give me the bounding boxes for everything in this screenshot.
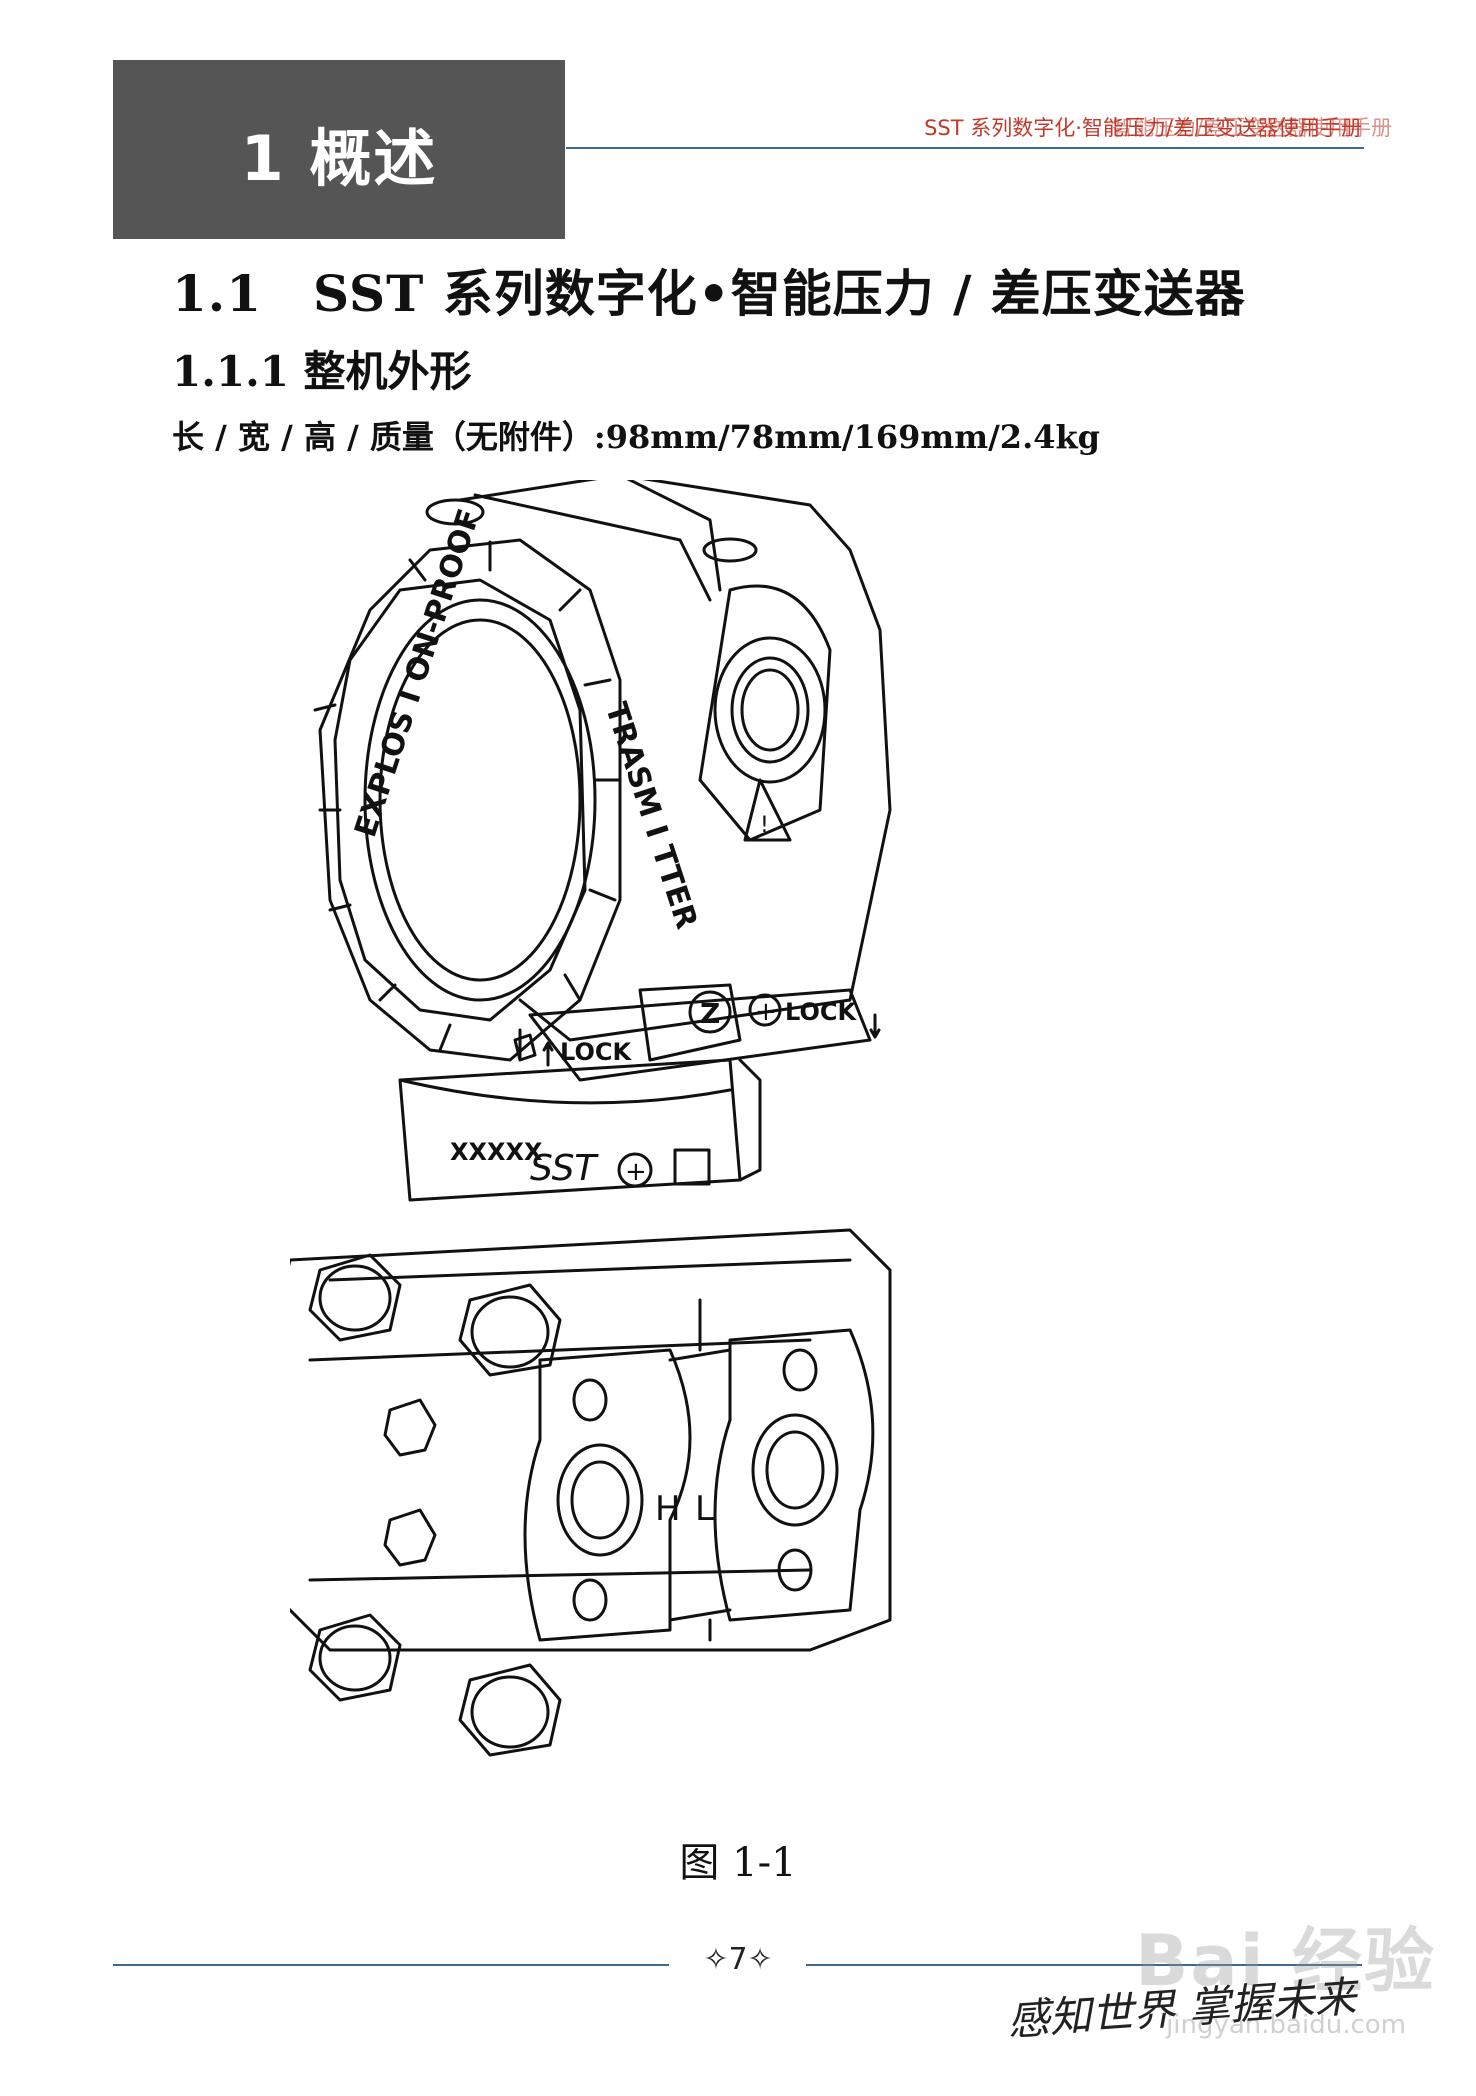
port-l-label: L [695, 1489, 714, 1529]
watermark-brand: Bai 经验 [1135, 1920, 1436, 2002]
cover-text-left: EXPLOS I ON-PROOF [348, 505, 487, 842]
lock-band: Z + LOCK LOCK [513, 983, 881, 1082]
zero-button-label: Z [700, 997, 720, 1030]
svg-text:!: ! [760, 813, 769, 838]
chapter-banner: 1 概述 [113, 60, 565, 239]
lock-label-right: LOCK [785, 998, 857, 1026]
chapter-title: 1 概述 [240, 121, 438, 195]
plus-label-top: + [755, 997, 777, 1027]
manual-title: SST 系列数字化·智能压力/差压变送器使用手册 [924, 116, 1362, 140]
housing: ! [425, 480, 892, 1042]
neck: XXXXX SST + [398, 1058, 762, 1202]
running-header: SST 系列数字化·智能压力/差压变送器使用手册 智能压力/差压变送器使用手册 [924, 112, 1392, 142]
plus-label-neck: + [625, 1157, 647, 1187]
front-cover: EXPLOS I ON-PROOF TRASM I TTER [313, 505, 704, 1062]
section-heading: 1.1 SST 系列数字化•智能压力 / 差压变送器 [172, 264, 1246, 323]
dimension-spec: 长 / 宽 / 高 / 质量（无附件）:98mm/78mm/169mm/2.4k… [172, 418, 1101, 456]
transmitter-drawing: ! EXPLOS I ON-PROOF TRASM I TTER Z + LOC… [290, 480, 892, 1757]
neck-code: XXXXX [450, 1138, 543, 1166]
footer-rule-right [806, 1964, 1362, 1966]
brand-label: SST [530, 1148, 599, 1189]
lock-label-left: LOCK [560, 1038, 632, 1066]
figure-caption: 图 1-1 [679, 1840, 797, 1886]
footer-rule-left [113, 1964, 669, 1966]
port-h-label: H [655, 1489, 681, 1529]
flange-block: H L [290, 1228, 892, 1757]
subsection-heading: 1.1.1 整机外形 [172, 347, 472, 396]
page-number: ✧7✧ [703, 1942, 773, 1977]
manual-title-overprint: 智能压力/差压变送器使用手册 [1112, 116, 1393, 140]
watermark-url: jingyan.baidu.com [1166, 2010, 1406, 2040]
header-rule [566, 147, 1364, 149]
